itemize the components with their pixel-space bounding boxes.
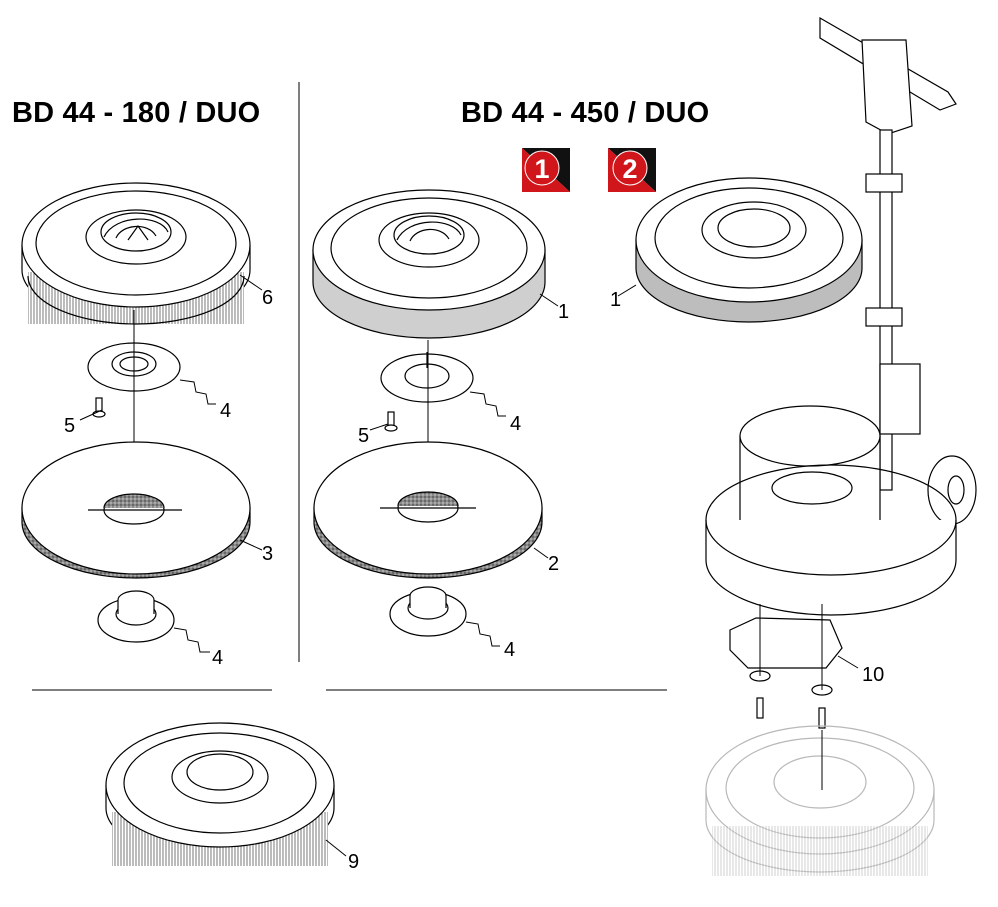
clutch-450 (389, 586, 467, 637)
title-bd44-180: BD 44 - 180 / DUO (12, 97, 261, 129)
label-adapter-180: 4 (220, 400, 231, 422)
label-pad-drive-450: 1 (610, 289, 621, 311)
pad-180 (21, 441, 251, 579)
label-brush-180: 6 (262, 287, 273, 309)
svg-text:2: 2 (622, 154, 637, 184)
floor-machine (705, 16, 977, 729)
ghost-brush (705, 725, 935, 876)
label-screw-450: 5 (358, 425, 369, 447)
label-screw-180: 5 (64, 415, 75, 437)
pad-drive-board-450 (635, 177, 863, 323)
drive-board-450 (312, 189, 546, 339)
label-clutch-450: 4 (504, 639, 515, 661)
leader-lines (79, 274, 859, 857)
title-bd44-450: BD 44 - 450 / DUO (461, 97, 710, 129)
screw-180 (92, 397, 106, 418)
label-pad-450: 2 (548, 553, 559, 575)
badge-variant-1: 1 (522, 148, 570, 192)
label-clutch-180: 4 (212, 647, 223, 669)
screw-450 (384, 411, 398, 432)
svg-text:1: 1 (534, 154, 549, 184)
pad-450 (313, 441, 543, 579)
badge-variant-2: 2 (608, 148, 656, 192)
label-brush-bottom: 9 (348, 851, 359, 873)
label-pad-180: 3 (262, 543, 273, 565)
brush-bottom (105, 722, 335, 866)
clutch-180 (97, 590, 175, 643)
label-adapter-450: 4 (510, 413, 521, 435)
adapter-plate-450 (380, 352, 474, 403)
label-drive-board-450: 1 (558, 301, 569, 323)
brush-180 (21, 182, 251, 325)
label-weight-plate: 10 (862, 664, 884, 686)
